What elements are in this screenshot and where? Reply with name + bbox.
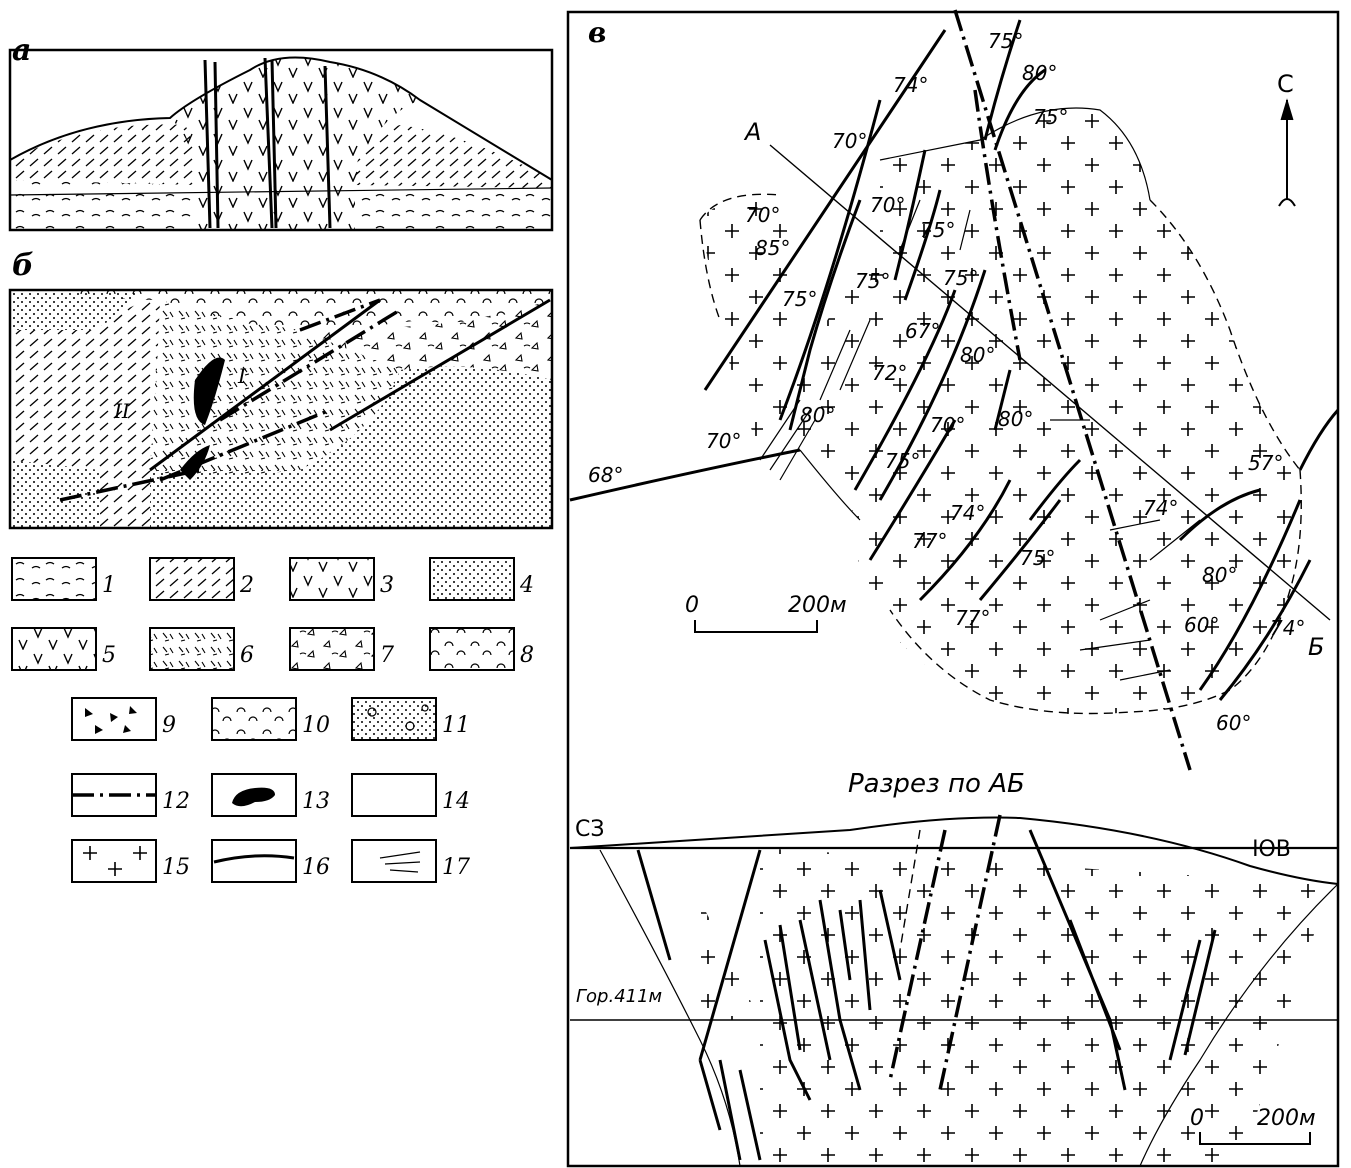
legend: 1 2 3 4 5 6 7 8 bbox=[11, 557, 534, 883]
svg-text:0: 0 bbox=[1190, 1106, 1204, 1131]
level-label: Гор.411м bbox=[576, 986, 662, 1007]
svg-text:1: 1 bbox=[102, 573, 116, 598]
dip-label: 60° bbox=[1216, 711, 1251, 735]
svg-text:С: С bbox=[1277, 70, 1294, 98]
svg-text:6: 6 bbox=[240, 643, 254, 668]
profile-start-label: А bbox=[743, 118, 761, 146]
legend-item-10: 10 bbox=[211, 697, 330, 741]
svg-text:200м: 200м bbox=[788, 593, 847, 618]
north-arrow: С bbox=[1277, 70, 1296, 207]
dip-label: 72° bbox=[872, 361, 907, 385]
legend-item-14: 14 bbox=[351, 773, 470, 817]
dip-label: 70° bbox=[870, 193, 905, 217]
legend-item-5: 5 bbox=[11, 627, 116, 671]
svg-text:7: 7 bbox=[380, 643, 394, 668]
svg-text:5: 5 bbox=[102, 643, 116, 668]
legend-item-16: 16 bbox=[211, 839, 330, 883]
svg-text:17: 17 bbox=[442, 855, 470, 880]
svg-text:200м: 200м bbox=[1257, 1106, 1316, 1131]
legend-item-3: 3 bbox=[289, 557, 394, 601]
legend-item-11: 11 bbox=[351, 697, 470, 741]
dip-label: 75° bbox=[855, 269, 890, 293]
legend-item-1: 1 bbox=[11, 557, 116, 601]
cross-section: Разрез по АБ СЗ ЮВ Гор.411м 0 200м bbox=[569, 769, 1339, 1167]
dip-label: 75° bbox=[920, 218, 955, 242]
map-scale-bar: 0 200м bbox=[685, 593, 847, 633]
left-direction-label: СЗ bbox=[575, 817, 604, 842]
section-title: Разрез по АБ bbox=[848, 769, 1025, 799]
dip-label: 75° bbox=[1033, 105, 1068, 129]
roman-one-label: I bbox=[237, 364, 247, 388]
svg-text:2: 2 bbox=[239, 573, 254, 598]
svg-text:14: 14 bbox=[442, 789, 470, 814]
dip-label: 75° bbox=[885, 449, 920, 473]
legend-item-12: 12 bbox=[71, 773, 190, 817]
legend-item-2: 2 bbox=[149, 557, 254, 601]
dip-label: 70° bbox=[745, 203, 780, 227]
dip-label: 74° bbox=[1143, 496, 1178, 520]
dip-label: 74° bbox=[950, 501, 985, 525]
panel-v-map: в bbox=[566, 9, 1340, 1168]
dip-label: 75° bbox=[782, 287, 817, 311]
dip-label: 74° bbox=[893, 73, 928, 97]
svg-text:3: 3 bbox=[380, 573, 394, 598]
svg-text:10: 10 bbox=[302, 713, 330, 738]
dip-label: 74° bbox=[1270, 616, 1305, 640]
svg-text:11: 11 bbox=[442, 713, 470, 738]
legend-item-4: 4 bbox=[429, 557, 534, 601]
dip-label: 70° bbox=[706, 429, 741, 453]
section-scale-bar: 0 200м bbox=[1190, 1106, 1316, 1145]
dip-label: 80° bbox=[800, 403, 835, 427]
legend-item-7: 7 bbox=[289, 627, 394, 671]
profile-end-label: Б bbox=[1308, 633, 1324, 661]
dip-labels: 74° 75° 80° 75° 70° 70° 70° 75° 85° 75° … bbox=[588, 29, 1305, 735]
legend-item-17: 17 bbox=[351, 839, 470, 883]
dip-label: 75° bbox=[1020, 546, 1055, 570]
svg-text:13: 13 bbox=[302, 789, 330, 814]
panel-b-section: I II bbox=[8, 288, 554, 530]
dip-label: 80° bbox=[960, 343, 995, 367]
dip-label: 75° bbox=[943, 266, 978, 290]
svg-text:0: 0 bbox=[685, 593, 699, 618]
svg-text:16: 16 bbox=[302, 855, 330, 880]
dip-label: 67° bbox=[905, 319, 940, 343]
dip-label: 57° bbox=[1248, 451, 1283, 475]
dip-label: 80° bbox=[1022, 61, 1057, 85]
svg-text:8: 8 bbox=[520, 643, 534, 668]
dip-label: 77° bbox=[912, 529, 947, 553]
panel-v-label: в bbox=[588, 16, 606, 49]
legend-item-13: 13 bbox=[211, 773, 330, 817]
legend-item-15: 15 bbox=[71, 839, 190, 883]
legend-item-9: 9 bbox=[71, 697, 176, 741]
panel-a-section bbox=[8, 48, 554, 232]
dip-label: 70° bbox=[832, 129, 867, 153]
dip-label: 77° bbox=[955, 606, 990, 630]
legend-item-6: 6 bbox=[149, 627, 254, 671]
svg-text:15: 15 bbox=[162, 855, 190, 880]
panel-b-label: б bbox=[12, 248, 34, 283]
right-direction-label: ЮВ bbox=[1252, 837, 1291, 862]
dip-label: 85° bbox=[755, 236, 790, 260]
legend-item-8: 8 bbox=[429, 627, 534, 671]
dip-label: 75° bbox=[988, 29, 1023, 53]
svg-text:9: 9 bbox=[162, 713, 176, 738]
dip-label: 60° bbox=[1184, 613, 1219, 637]
dip-label: 70° bbox=[930, 413, 965, 437]
svg-text:12: 12 bbox=[162, 789, 190, 814]
dip-label: 68° bbox=[588, 463, 623, 487]
roman-two-label: II bbox=[113, 399, 131, 423]
dip-label: 80° bbox=[1202, 563, 1237, 587]
svg-text:4: 4 bbox=[519, 573, 534, 598]
dip-label: 80° bbox=[998, 407, 1033, 431]
